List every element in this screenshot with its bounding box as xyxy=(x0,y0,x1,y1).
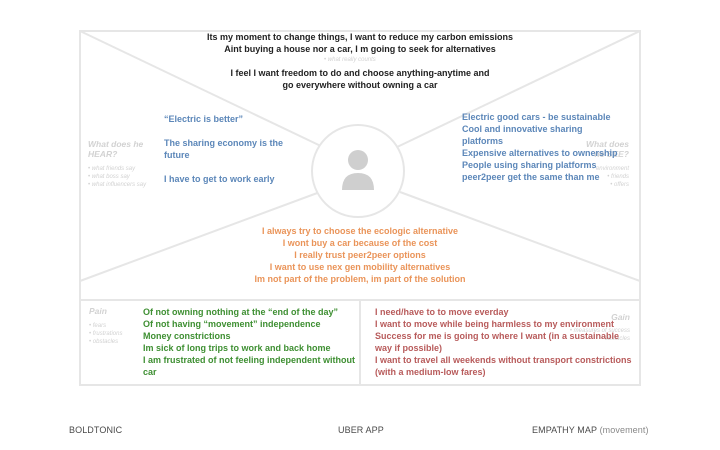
see-item: Cool and innovative sharing platforms xyxy=(462,124,583,146)
see-heading: What does he SEE? xyxy=(586,139,629,159)
pain-section: Of not owning nothing at the “end of the… xyxy=(143,306,368,378)
think-feel-prompt-item: • what really counts xyxy=(324,57,376,63)
say-do-item: I really trust peer2peer options xyxy=(294,250,426,260)
say-do-item: I wont buy a car because of the cost xyxy=(282,238,438,248)
think-feel-prompt: • what really counts xyxy=(324,56,376,64)
divider-top-left xyxy=(79,30,326,149)
pain-item: Money constrictions xyxy=(143,331,231,341)
divider-bottom-left xyxy=(79,191,321,282)
footer-map-title: EMPATHY MAP (movement) xyxy=(532,425,649,435)
gain-item: I want to move while being harmless to m… xyxy=(375,319,615,329)
see-item: Electric good cars - be sustainable xyxy=(462,112,611,122)
see-item: Expensive alternatives to ownership xyxy=(462,148,618,158)
hear-item: “Electric is better” xyxy=(164,114,244,124)
divider-top-right xyxy=(394,30,641,149)
footer-map-subtitle: (movement) xyxy=(599,425,649,435)
person-avatar-icon xyxy=(311,124,405,218)
see-section: Electric good cars - be sustainable Cool… xyxy=(462,111,622,183)
say-do-item: I want to use nex gen mobility alternati… xyxy=(269,262,451,272)
think-feel-item: Its my moment to change things, I want t… xyxy=(206,32,514,42)
hear-heading: What does he HEAR? xyxy=(88,139,144,159)
hear-item: The sharing economy is the future xyxy=(164,138,284,160)
pain-item: Im sick of long trips to work and back h… xyxy=(143,343,331,353)
footer-map-title-text: EMPATHY MAP xyxy=(532,425,597,435)
see-prompt-item: • offers xyxy=(610,182,629,188)
gain-prompt-item: • measures of success xyxy=(569,328,630,334)
hear-prompt-item: • what influencers say xyxy=(88,182,147,188)
gain-heading: Gain xyxy=(611,312,630,322)
gain-prompt-item: • obstacles xyxy=(600,336,630,342)
hear-section: “Electric is better” The sharing economy… xyxy=(164,113,300,197)
gain-section: I need/have to to move everday I want to… xyxy=(375,306,637,378)
gain-item: I want to travel all weekends without tr… xyxy=(375,355,632,377)
gain-item: Success for me is going to where I want … xyxy=(375,331,620,353)
hear-item: I have to get to work early xyxy=(164,174,275,184)
think-feel-section: Its my moment to change things, I want t… xyxy=(150,31,570,91)
see-prompt: What does he SEE? • environment • friend… xyxy=(585,139,629,189)
pain-item: Of not having “movement” independence xyxy=(143,319,321,329)
pain-item: Of not owning nothing at the “end of the… xyxy=(143,307,338,317)
pain-prompt: Pain • fears • frustrations • obstacles xyxy=(89,306,122,346)
say-do-item: I always try to choose the ecologic alte… xyxy=(261,226,459,236)
gain-item: I need/have to to move everday xyxy=(375,307,509,317)
footer-project-title: UBER APP xyxy=(338,425,384,435)
see-item: peer2peer get the same than me xyxy=(462,172,600,182)
say-do-section: I always try to choose the ecologic alte… xyxy=(200,225,520,285)
footer-brand: BOLDTONIC xyxy=(69,425,123,435)
divider-bottom-right xyxy=(399,191,641,282)
pain-prompt-item: • frustrations xyxy=(89,331,123,337)
see-item: People using sharing platforms xyxy=(462,160,597,170)
gain-prompt: Gain • measures of success • obstacles xyxy=(560,312,630,343)
think-feel-item: Aint buying a house nor a car, I m going… xyxy=(224,44,496,54)
think-feel-item: I feel I want freedom to do and choose a… xyxy=(230,68,490,90)
pain-item: I am frustrated of not feeling independe… xyxy=(143,355,355,377)
pain-prompt-item: • obstacles xyxy=(89,339,119,345)
hear-prompt-item: • what friends say xyxy=(88,166,136,172)
say-do-item: Im not part of the problem, im part of t… xyxy=(254,274,466,284)
see-prompt-item: • environment xyxy=(592,166,629,172)
hear-prompt: What does he HEAR? • what friends say • … xyxy=(88,139,158,189)
pain-heading: Pain xyxy=(89,306,107,316)
hear-prompt-item: • what boss say xyxy=(88,174,130,180)
see-prompt-item: • friends xyxy=(607,174,629,180)
pain-prompt-item: • fears xyxy=(89,323,107,329)
